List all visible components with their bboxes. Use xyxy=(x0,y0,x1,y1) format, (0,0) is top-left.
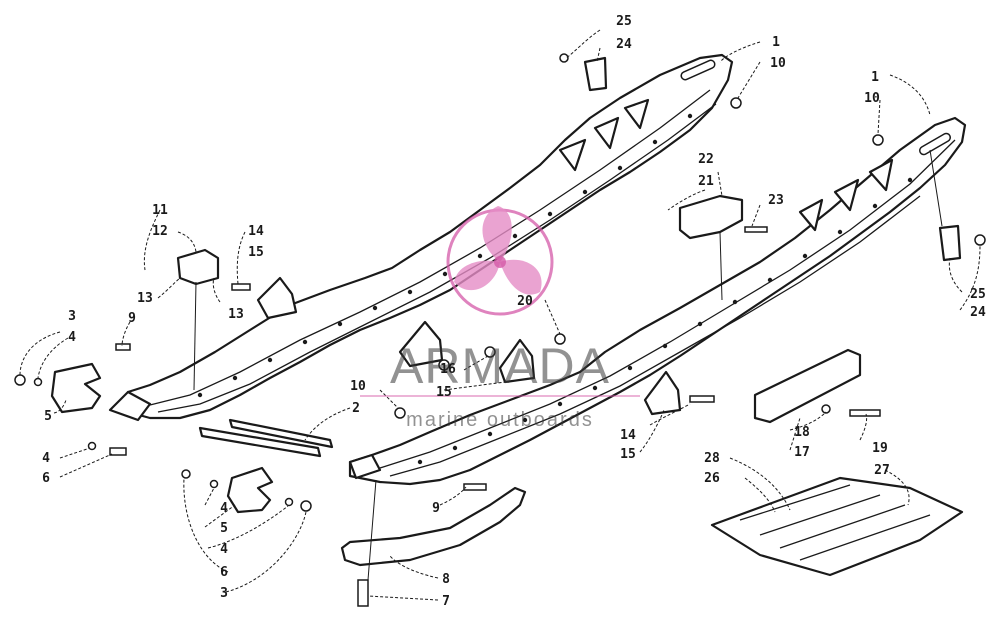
callout-label: 1 xyxy=(871,70,879,85)
callout-label: 24 xyxy=(970,305,986,320)
mount-bracket-a xyxy=(256,276,298,320)
callout-label: 18 xyxy=(794,425,810,440)
callout-label: 26 xyxy=(704,471,720,486)
wear-strip xyxy=(340,486,527,567)
track-section xyxy=(710,476,964,577)
callout-label: 8 xyxy=(442,572,450,587)
callout-label: 4 xyxy=(68,330,76,345)
shock-bracket-upper xyxy=(176,248,220,286)
callout-label: 21 xyxy=(698,174,714,189)
callout-label: 24 xyxy=(616,37,632,52)
end-cap-left xyxy=(50,362,102,414)
callout-label: 23 xyxy=(768,193,784,208)
callout-label: 10 xyxy=(770,56,786,71)
callout-label: 10 xyxy=(350,379,366,394)
callout-label: 16 xyxy=(440,362,456,377)
callout-label: 11 xyxy=(152,203,168,218)
callout-label: 28 xyxy=(704,451,720,466)
callout-label: 9 xyxy=(128,311,136,326)
watermark-tagline: marine outboards xyxy=(406,409,594,431)
callout-label: 1 xyxy=(772,35,780,50)
slider-bar xyxy=(753,348,862,424)
callout-label: 5 xyxy=(44,409,52,424)
callout-label: 15 xyxy=(620,447,636,462)
callout-label: 15 xyxy=(436,385,452,400)
hanger-bracket-top xyxy=(583,56,608,92)
watermark-brand: ARMADA xyxy=(390,338,610,394)
mount-bracket-c xyxy=(498,338,536,384)
callout-label: 20 xyxy=(517,294,533,309)
callout-label: 5 xyxy=(220,521,228,536)
callout-label: 4 xyxy=(220,542,228,557)
callout-label: 15 xyxy=(248,245,264,260)
callout-label: 6 xyxy=(220,565,228,580)
fastener-hardware xyxy=(14,53,986,607)
leader-lines xyxy=(19,29,981,601)
callout-label: 4 xyxy=(220,501,228,516)
right-slide-rail xyxy=(348,116,967,486)
cross-shaft xyxy=(198,418,334,458)
stop-block xyxy=(678,194,744,240)
callout-label: 12 xyxy=(152,224,168,239)
mount-bracket-b xyxy=(398,320,444,368)
callout-label: 4 xyxy=(42,451,50,466)
callout-label: 13 xyxy=(228,307,244,322)
callout-label: 13 xyxy=(137,291,153,306)
end-cap-right xyxy=(226,466,274,514)
callout-label: 14 xyxy=(620,428,636,443)
callout-label: 22 xyxy=(698,152,714,167)
callout-label: 27 xyxy=(874,463,890,478)
left-slide-rail xyxy=(108,53,734,422)
propeller-icon xyxy=(446,206,554,316)
callout-label: 14 xyxy=(248,224,264,239)
callout-label: 25 xyxy=(970,287,986,302)
callout-label: 2 xyxy=(352,401,360,416)
callout-label: 3 xyxy=(68,309,76,324)
callout-label: 25 xyxy=(616,14,632,29)
callout-label: 19 xyxy=(872,441,888,456)
watermark: ARMADA marine outboards xyxy=(360,206,640,431)
mount-bracket-d xyxy=(643,370,682,416)
callout-label: 9 xyxy=(432,501,440,516)
callout-label: 3 xyxy=(220,586,228,601)
callout-label: 6 xyxy=(42,471,50,486)
callout-label: 17 xyxy=(794,445,810,460)
callout-label: 7 xyxy=(442,594,450,609)
hanger-bracket-right xyxy=(938,224,962,262)
callout-label: 10 xyxy=(864,91,880,106)
callout-numbers: 25 24 1 10 1 10 22 21 23 11 12 14 15 13 … xyxy=(42,14,986,609)
